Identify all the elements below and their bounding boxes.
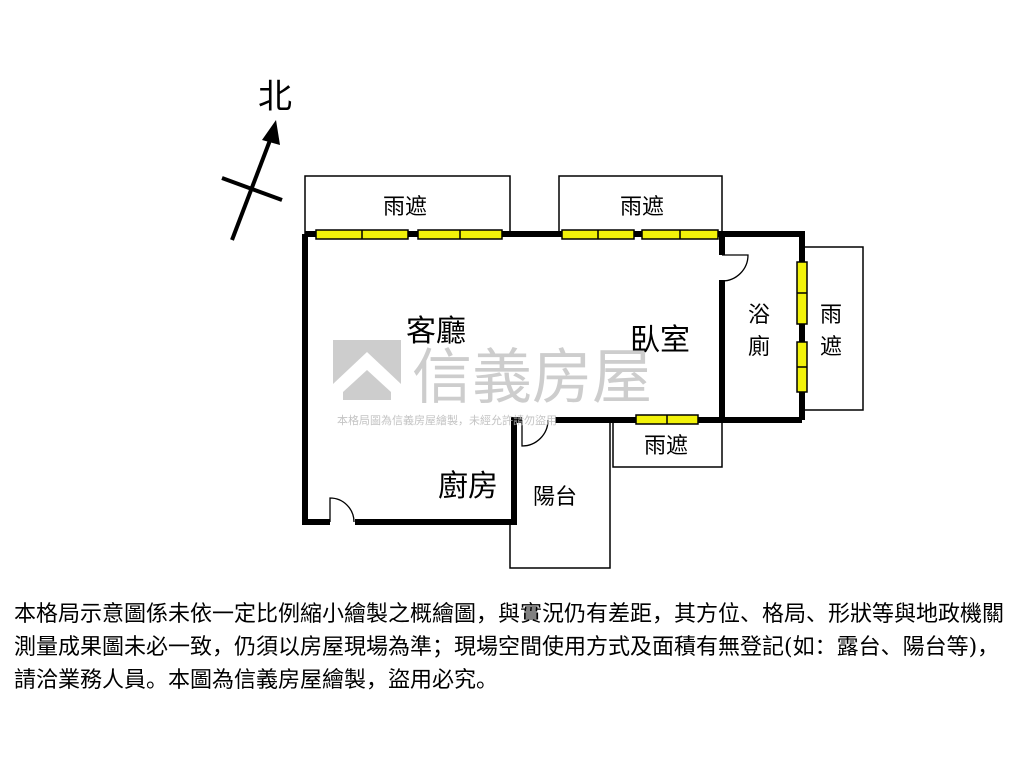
watermark-subtext: 本格局圖為信義房屋繪製，未經允許請勿盜用 <box>337 413 557 427</box>
room-labels: 雨遮 雨遮 客廳 臥室 浴 廁 雨 遮 雨遮 廚房 陽台 <box>383 195 842 510</box>
bathroom-label-1: 浴 <box>748 303 770 328</box>
awning-top-right-outline <box>558 175 723 234</box>
awning-top-left-label: 雨遮 <box>383 195 427 220</box>
awning-bottom-label: 雨遮 <box>644 434 688 459</box>
bathroom-door-icon <box>721 254 749 282</box>
awning-right-label-1: 雨 <box>820 303 842 328</box>
awning-right-outline <box>802 246 864 411</box>
watermark-logo-house <box>343 370 391 400</box>
awning-top-left-outline <box>304 175 511 234</box>
balcony-label: 陽台 <box>533 485 577 510</box>
bedroom-label: 臥室 <box>630 323 690 358</box>
disclaimer-text: 本格局示意圖係未依一定比例縮小繪製之概繪圖，與實況仍有差距，其方位、格局、形狀等… <box>14 602 1005 693</box>
awning-right-label-2: 遮 <box>820 335 842 360</box>
floor-plan: 北 <box>221 77 864 569</box>
wall-kitchen <box>355 417 522 525</box>
living-room-label: 客廳 <box>406 314 466 349</box>
compass-crossbar <box>221 176 283 202</box>
wall-left <box>302 234 330 525</box>
watermark-brand: 信義房屋 <box>412 343 652 413</box>
compass-north-label: 北 <box>258 77 292 117</box>
awning-bottom-outline <box>612 420 723 468</box>
balcony-outline <box>509 420 611 569</box>
bathroom-label-2: 廁 <box>748 335 770 360</box>
doors <box>329 254 749 523</box>
kitchen-label: 廚房 <box>438 469 498 504</box>
compass: 北 <box>221 77 292 241</box>
entrance-door-icon <box>329 497 355 523</box>
balcony-door-icon <box>521 419 549 447</box>
north-arrow-icon <box>262 120 280 145</box>
awning-top-right-label: 雨遮 <box>620 195 664 220</box>
watermark: 信義房屋 本格局圖為信義房屋繪製，未經允許請勿盜用 <box>333 340 652 427</box>
awnings <box>304 175 864 569</box>
windows <box>315 229 808 425</box>
